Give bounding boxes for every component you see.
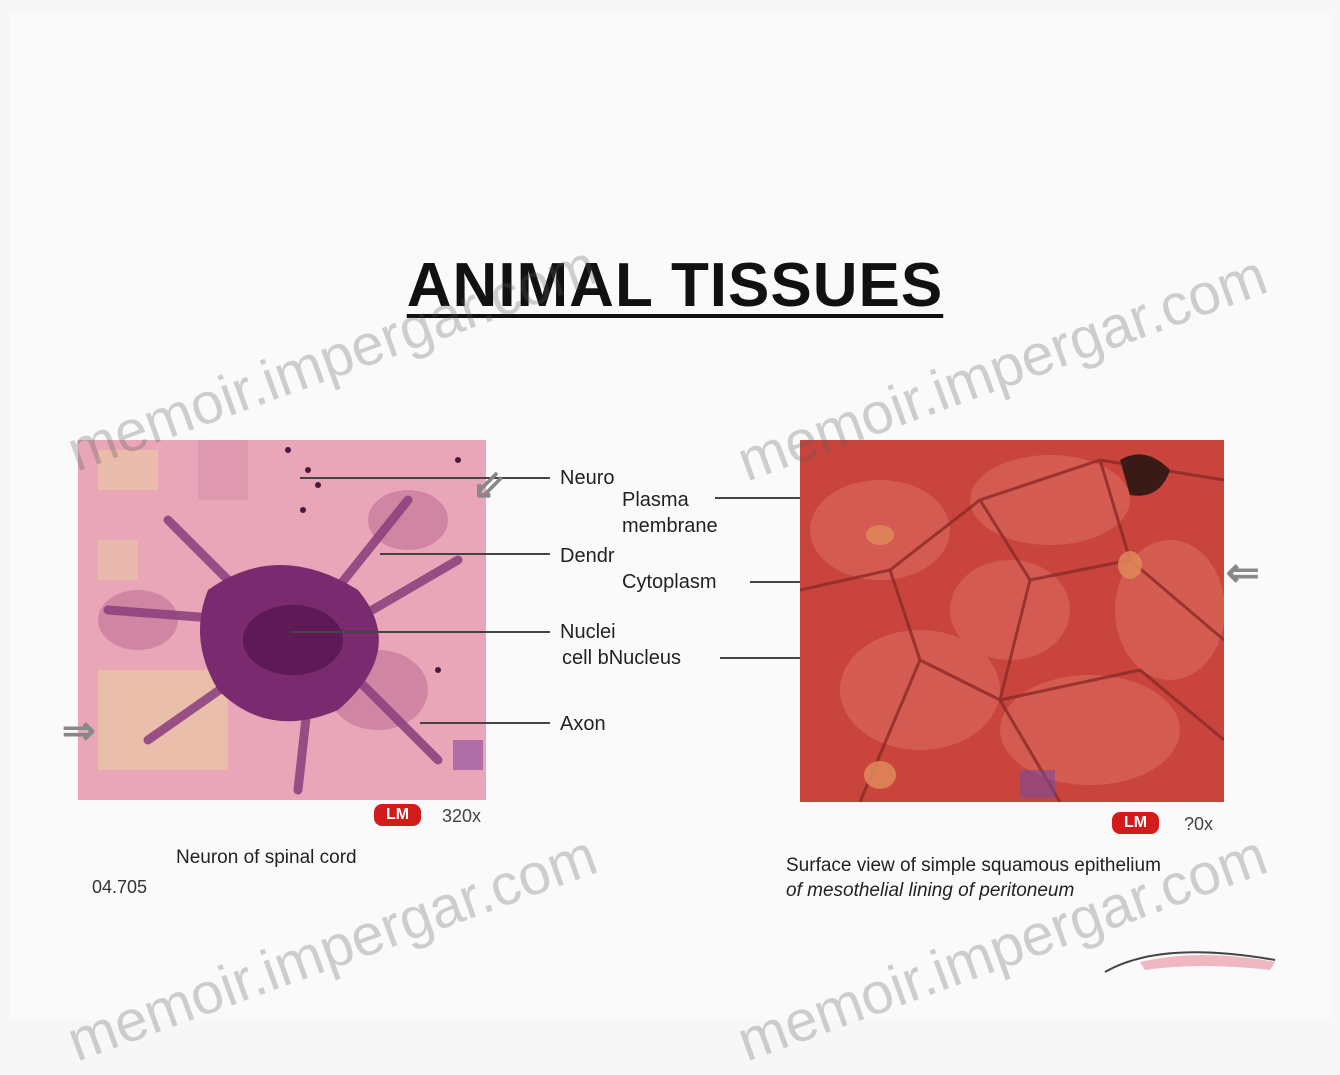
leader-line — [380, 553, 550, 555]
logo-swoosh — [1100, 940, 1280, 980]
leader-line — [300, 477, 550, 479]
label-neuro: Neuro — [560, 465, 614, 491]
epithelium-caption-line1: Surface view of simple squamous epitheli… — [786, 853, 1161, 878]
magnification-label: 320x — [442, 806, 481, 827]
magnification-label: ?0x — [1184, 814, 1213, 835]
epithelium-micrograph — [800, 440, 1224, 802]
page-title: ANIMAL TISSUES — [390, 250, 960, 321]
figure-code: 04.705 — [92, 877, 147, 898]
leader-line — [290, 631, 550, 633]
neuron-micrograph — [78, 440, 486, 800]
label-cytoplasm: Cytoplasm — [622, 569, 716, 595]
pointer-arrow-icon: ⇐ — [1226, 550, 1260, 596]
label-nuclei: Nuclei — [560, 619, 616, 645]
lm-badge: LM — [1112, 812, 1159, 834]
label-axon: Axon — [560, 711, 606, 737]
pointer-arrow-icon: ⇒ — [62, 708, 96, 754]
leader-line — [420, 722, 550, 724]
label-dendr: Dendr — [560, 543, 614, 569]
pointer-arrow-icon: ⇙ — [472, 462, 506, 508]
label-cell-nucleus: cell bNucleus — [562, 645, 681, 671]
epithelium-caption-line2: of mesothelial lining of peritoneum — [786, 878, 1074, 903]
lm-badge: LM — [374, 804, 421, 826]
label-membrane: membrane — [622, 513, 718, 539]
label-plasma: Plasma — [622, 487, 689, 513]
neuron-caption: Neuron of spinal cord — [176, 845, 357, 870]
